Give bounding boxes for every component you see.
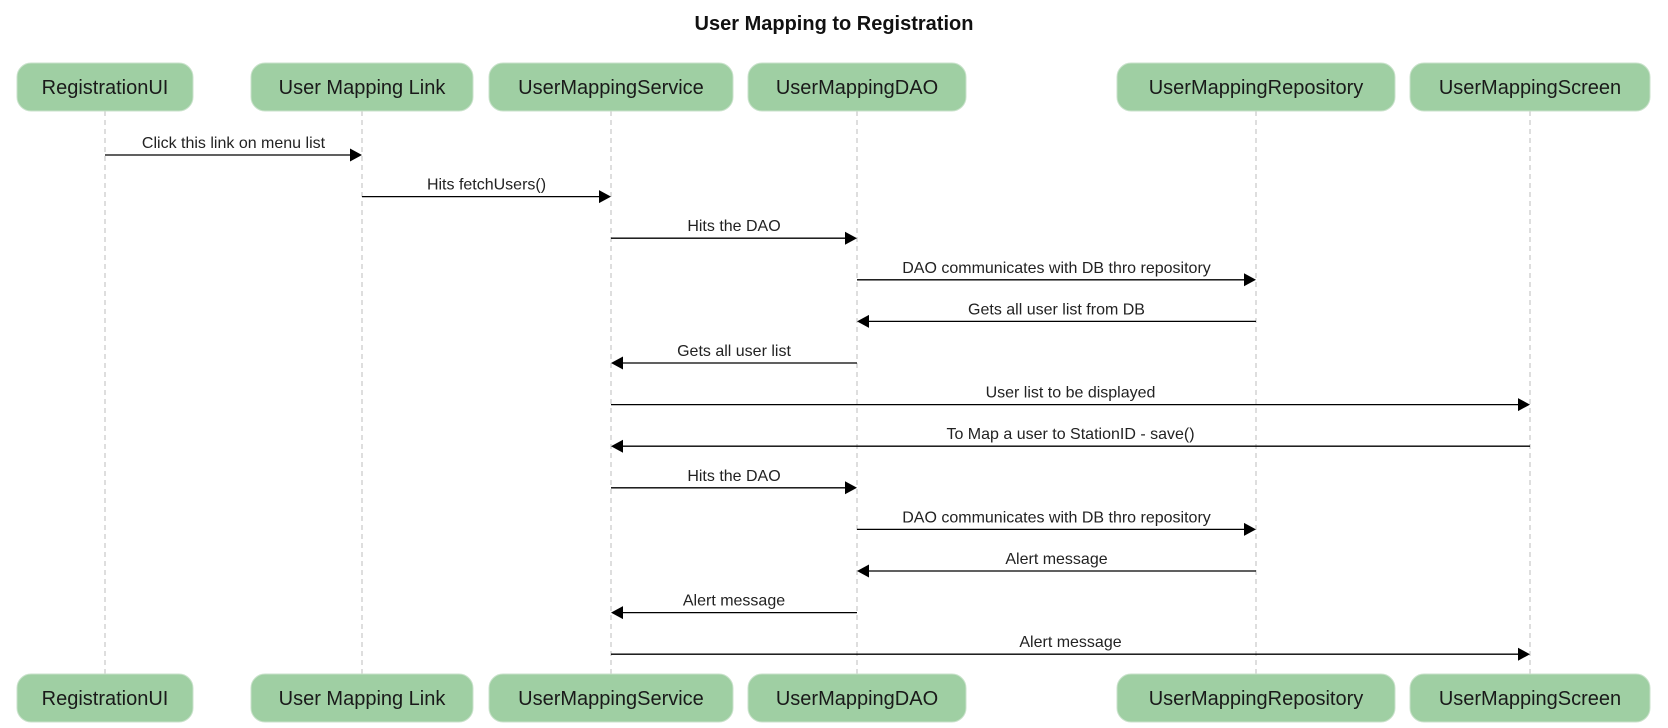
participant-box: [1116, 673, 1396, 723]
participant-user-mapping-dao-top: UserMappingDAO: [747, 62, 967, 112]
message-label: Hits fetchUsers(): [427, 177, 546, 194]
arrowhead-icon: [599, 190, 611, 204]
participant-label: UserMappingRepository: [1149, 688, 1364, 710]
participants-bottom: RegistrationUI User Mapping Link UserMappi…: [16, 673, 1651, 723]
arrowhead-icon: [1518, 647, 1530, 661]
participant-box: [250, 673, 474, 723]
participant-label: User Mapping Link: [279, 688, 447, 710]
arrowhead-icon: [845, 231, 857, 245]
message-label: Hits the DAO: [687, 218, 780, 235]
participant-box: [250, 62, 474, 112]
participant-user-mapping-repository-bottom: UserMappingRepository: [1116, 673, 1396, 723]
participant-registration-ui-bottom: RegistrationUI: [16, 673, 194, 723]
participant-registration-ui-top: RegistrationUI: [16, 62, 194, 112]
arrowhead-icon: [611, 606, 623, 620]
participant-box: [747, 62, 967, 112]
arrowhead-icon: [857, 314, 869, 328]
arrowhead-icon: [611, 356, 623, 370]
message-label: DAO communicates with DB thro repository: [902, 509, 1211, 526]
participant-label: UserMappingRepository: [1149, 77, 1364, 99]
message-10: DAO communicates with DB thro repository: [857, 509, 1256, 536]
participant-box: [16, 62, 194, 112]
message-13: Alert message: [611, 634, 1530, 661]
message-4: DAO communicates with DB thro repository: [857, 260, 1256, 287]
participant-label: UserMappingScreen: [1439, 77, 1621, 99]
participant-label: RegistrationUI: [42, 688, 169, 710]
message-label: To Map a user to StationID - save(): [946, 426, 1194, 443]
arrowhead-icon: [350, 148, 362, 162]
participant-user-mapping-screen-top: UserMappingScreen: [1409, 62, 1651, 112]
message-11: Alert message: [857, 551, 1256, 578]
participant-box: [16, 673, 194, 723]
arrowhead-icon: [857, 564, 869, 578]
participant-box: [1409, 62, 1651, 112]
participant-user-mapping-screen-bottom: UserMappingScreen: [1409, 673, 1651, 723]
participant-user-mapping-link-top: User Mapping Link: [250, 62, 474, 112]
message-9: Hits the DAO: [611, 468, 857, 495]
message-3: Hits the DAO: [611, 218, 857, 245]
message-5: Gets all user list from DB: [857, 301, 1256, 328]
participant-box: [488, 673, 734, 723]
message-8: To Map a user to StationID - save(): [611, 426, 1530, 453]
participant-label: UserMappingService: [518, 688, 704, 710]
message-label: DAO communicates with DB thro repository: [902, 260, 1211, 277]
participant-label: UserMappingService: [518, 77, 704, 99]
message-6: Gets all user list: [611, 343, 857, 370]
message-label: Click this link on menu list: [142, 135, 326, 152]
message-label: Hits the DAO: [687, 468, 780, 485]
message-label: Gets all user list: [677, 343, 791, 360]
message-label: Alert message: [1019, 634, 1121, 651]
participant-user-mapping-dao-bottom: UserMappingDAO: [747, 673, 967, 723]
message-label: User list to be displayed: [986, 385, 1156, 402]
participant-label: User Mapping Link: [279, 77, 447, 99]
participant-box: [1409, 673, 1651, 723]
participant-label: UserMappingDAO: [776, 77, 938, 99]
participant-label: UserMappingScreen: [1439, 688, 1621, 710]
participant-user-mapping-service-top: UserMappingService: [488, 62, 734, 112]
message-label: Gets all user list from DB: [968, 301, 1145, 318]
message-1: Click this link on menu list: [105, 135, 362, 162]
arrowhead-icon: [611, 439, 623, 453]
arrowhead-icon: [1244, 273, 1256, 287]
arrowhead-icon: [1518, 398, 1530, 412]
participant-box: [488, 62, 734, 112]
participant-user-mapping-service-bottom: UserMappingService: [488, 673, 734, 723]
diagram-title: User Mapping to Registration: [695, 13, 974, 35]
arrowhead-icon: [845, 481, 857, 495]
participant-label: RegistrationUI: [42, 77, 169, 99]
participant-user-mapping-link-bottom: User Mapping Link: [250, 673, 474, 723]
message-label: Alert message: [683, 593, 785, 610]
participant-box: [1116, 62, 1396, 112]
arrowhead-icon: [1244, 522, 1256, 536]
message-2: Hits fetchUsers(): [362, 177, 611, 204]
message-7: User list to be displayed: [611, 385, 1530, 412]
message-label: Alert message: [1005, 551, 1107, 568]
participants-top: RegistrationUI User Mapping Link UserMappi…: [16, 62, 1651, 112]
participant-user-mapping-repository-top: UserMappingRepository: [1116, 62, 1396, 112]
participant-label: UserMappingDAO: [776, 688, 938, 710]
participant-box: [747, 673, 967, 723]
lifelines: [104, 111, 1531, 674]
message-12: Alert message: [611, 593, 857, 620]
